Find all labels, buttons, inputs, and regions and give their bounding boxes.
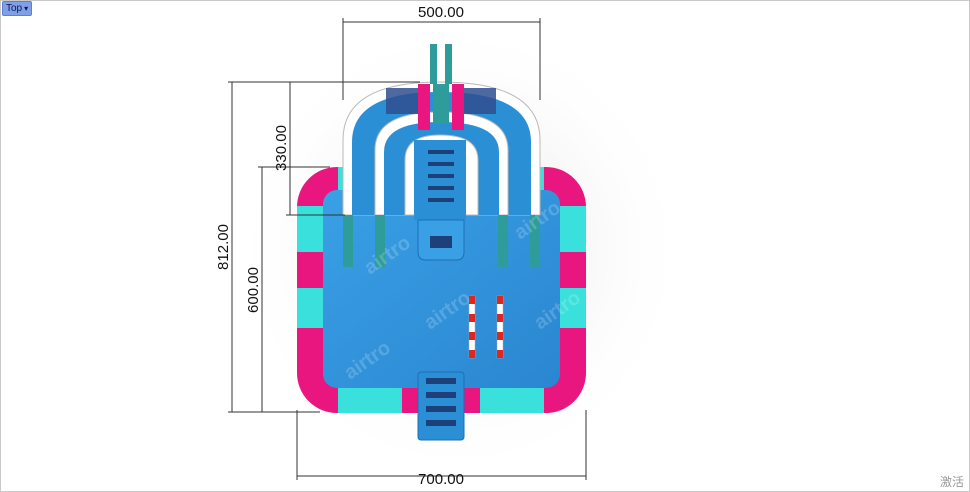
entrance-steps	[417, 371, 465, 441]
dimension-lines	[228, 18, 587, 480]
activation-watermark: 激活	[939, 475, 964, 489]
dimension-label-bottom-width: 700.00	[418, 471, 464, 488]
ladder-rungs	[428, 150, 454, 202]
slide-structure	[342, 44, 541, 267]
dimension-label-total-length: 812.00	[215, 224, 232, 270]
dimension-label-slide-length: 330.00	[273, 125, 290, 171]
view-name-label: Top	[6, 3, 23, 14]
swim-lane-poles	[468, 295, 504, 359]
dimension-label-pool-length: 600.00	[245, 267, 262, 313]
dimension-label-top-width: 500.00	[418, 4, 464, 21]
chevron-down-icon[interactable]: ▾	[24, 4, 29, 13]
view-name-tab[interactable]: Top ▾	[2, 1, 33, 16]
